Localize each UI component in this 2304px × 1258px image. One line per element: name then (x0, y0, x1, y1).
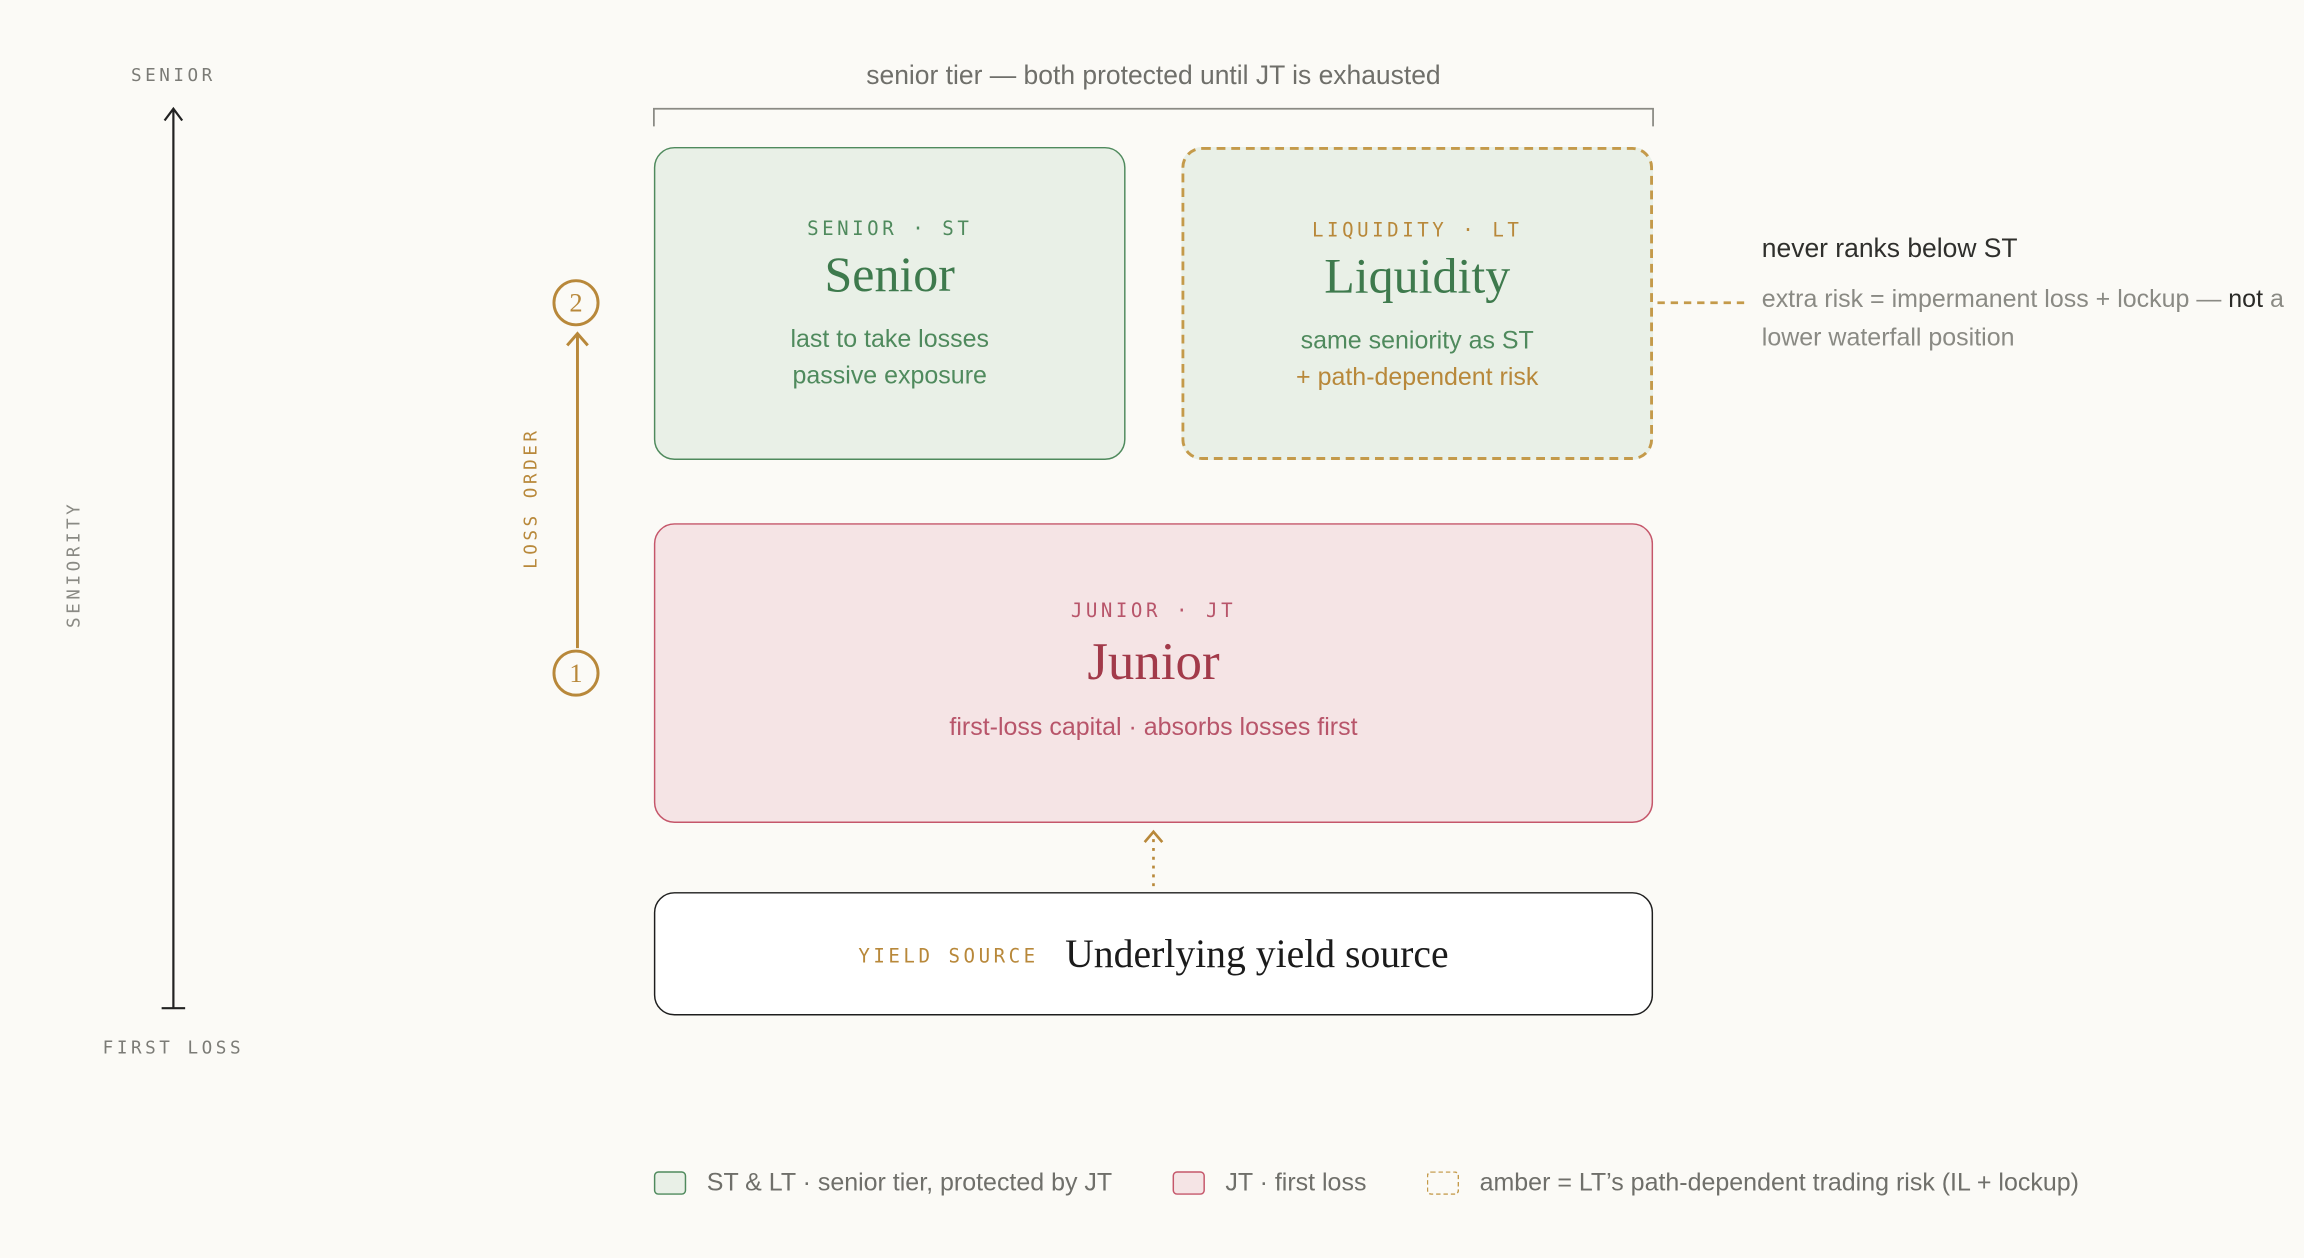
senior-tranche-card: SENIOR · ST Senior last to take losses p… (653, 146, 1126, 460)
senior-tier-label: senior tier — both protected until JT is… (866, 60, 1441, 90)
legend-label-amber: amber = LT’s path-dependent trading risk… (1479, 1168, 2079, 1197)
liquidity-line-2: + path-dependent risk (1296, 362, 1539, 391)
annotation-title: never ranks below ST (1761, 233, 2018, 264)
yield-source-title: Underlying yield source (1065, 931, 1449, 976)
legend-label-senior: ST & LT · senior tier, protected by JT (706, 1168, 1113, 1197)
senior-title: Senior (824, 248, 955, 303)
legend-item-junior: JT · first loss (1172, 1168, 1366, 1197)
senior-tag: SENIOR · ST (807, 218, 973, 242)
legend-item-amber: amber = LT’s path-dependent trading risk… (1426, 1168, 2079, 1197)
liquidity-line-1: same seniority as ST (1300, 326, 1534, 355)
loss-order-step-1: 1 (552, 649, 600, 697)
liquidity-tag: LIQUIDITY · LT (1312, 220, 1523, 243)
junior-tranche-card: JUNIOR · JT Junior first-loss capital · … (653, 523, 1654, 823)
senior-line-1: last to take losses (790, 324, 989, 353)
annotation-body: extra risk = impermanent loss + lockup —… (1762, 281, 2304, 357)
senior-line-2: passive exposure (792, 361, 987, 390)
axis-vertical-label: SENIORITY (63, 500, 84, 628)
legend-swatch-amber-dashed (1426, 1171, 1460, 1195)
seniority-axis-arrowhead (163, 106, 184, 122)
yield-flow-arrowhead (1143, 829, 1164, 843)
legend-swatch-green (653, 1171, 687, 1195)
legend-item-senior: ST & LT · senior tier, protected by JT (653, 1168, 1113, 1197)
yield-source-tag: YIELD SOURCE (858, 945, 1039, 968)
annotation-body-prefix: extra risk = impermanent loss + lockup — (1761, 285, 2229, 314)
yield-source-box: YIELD SOURCE Underlying yield source (653, 892, 1654, 1016)
annotation-body-emphasis: not (2228, 285, 2264, 314)
axis-bottom-label: FIRST LOSS (102, 1037, 245, 1059)
axis-top-label: SENIOR (130, 64, 216, 86)
junior-line-1: first-loss capital · absorbs losses firs… (949, 712, 1358, 741)
legend-swatch-red (1172, 1171, 1205, 1195)
annotation-body-suffix: a lower waterfall position (1761, 285, 2284, 352)
legend-label-junior: JT · first loss (1225, 1168, 1367, 1197)
liquidity-title: Liquidity (1324, 249, 1511, 305)
liquidity-tranche-card: LIQUIDITY · LT Liquidity same seniority … (1181, 146, 1654, 460)
junior-title: Junior (1087, 631, 1220, 691)
loss-order-label: LOSS ORDER (520, 427, 541, 569)
tier-bracket (652, 107, 1654, 127)
loss-order-step-2: 2 (552, 279, 600, 327)
legend: ST & LT · senior tier, protected by JT J… (653, 1168, 2079, 1197)
junior-tag: JUNIOR · JT (1070, 601, 1237, 624)
loss-order-arrowhead (566, 331, 589, 347)
